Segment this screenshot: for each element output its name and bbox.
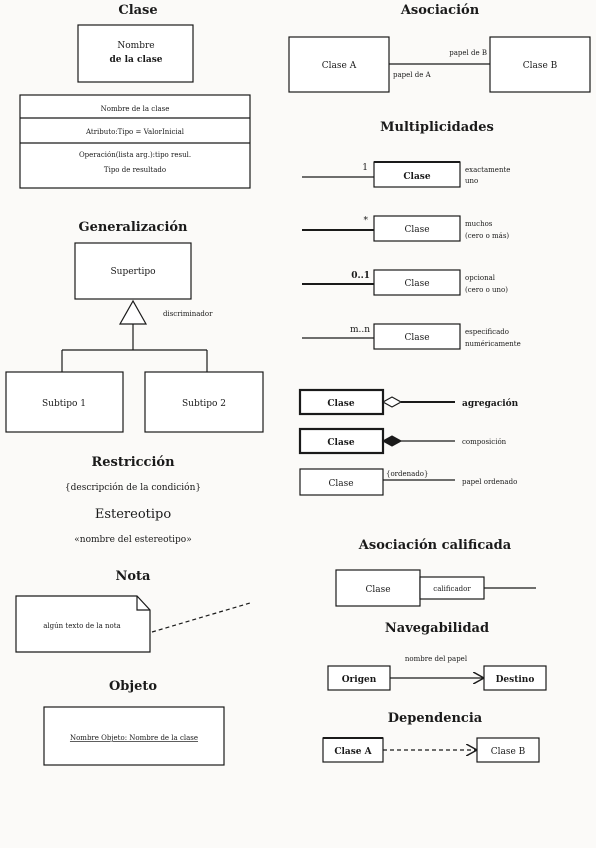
multiplicity-desc: especificado: [465, 328, 509, 336]
generalizacion-title: Generalización: [78, 220, 188, 235]
multiplicity-row: m..n Clase especificado numéricamente: [302, 323, 521, 350]
nota-title: Nota: [116, 569, 152, 584]
object-box: Nombre Objeto: Nombre de la clase: [43, 706, 225, 766]
multiplicity-row: 1 Clase exactamente uno: [302, 161, 510, 188]
multiplicity-value: *: [364, 216, 369, 226]
class-detail-attribute: Atributo:Tipo = ValorInicial: [85, 128, 185, 136]
asociacion-title: Asociación: [400, 3, 480, 18]
navigability-target-box: Destino: [483, 665, 547, 691]
multiplicity-class-label: Clase: [404, 333, 429, 343]
qualified-association: Clase calificador: [335, 569, 536, 607]
multiplicity-desc: opcional: [465, 274, 496, 282]
navigability-origin-box: Origen: [327, 665, 391, 691]
ordered-class-label: Clase: [328, 479, 353, 489]
discriminator-label: discriminador: [163, 310, 213, 318]
navigability-origin-label: Origen: [342, 675, 377, 685]
class-name-line1: Nombre: [117, 41, 154, 51]
calificada-title: Asociación calificada: [358, 538, 512, 553]
association-class-b-label: Clase B: [523, 61, 558, 71]
multiplicity-desc: (cero o más): [465, 232, 509, 240]
aggregation-label: agregación: [462, 398, 519, 409]
estereotipo-title: Estereotipo: [95, 507, 172, 522]
note-box: algún texto de la nota: [15, 595, 151, 653]
multiplicidades-title: Multiplicidades: [380, 120, 494, 135]
multiplicity-desc: (cero o uno): [465, 286, 508, 294]
dependency-class-a-label: Clase A: [334, 747, 372, 757]
association-class-a-box: Clase A: [288, 36, 390, 93]
navegabilidad-title: Navegabilidad: [385, 621, 489, 636]
dependency-class-b-label: Clase B: [491, 747, 526, 757]
note-anchor-line: [151, 602, 251, 633]
class-detail-name: Nombre de la clase: [101, 105, 170, 113]
composition-label: composición: [462, 438, 507, 446]
restriccion-text: {descripción de la condición}: [65, 482, 201, 493]
aggregation-row: Clase agregación: [298, 388, 519, 416]
association-class-b-box: Clase B: [489, 36, 591, 93]
subtype2-label: Subtipo 2: [182, 399, 226, 409]
class-box: Nombre de la clase: [77, 24, 194, 83]
ordered-tag: {ordenado}: [386, 470, 428, 478]
navigability-target-label: Destino: [496, 675, 535, 685]
class-name-line2: de la clase: [109, 55, 162, 65]
subtype1-label: Subtipo 1: [42, 399, 86, 409]
aggregation-class-label: Clase: [327, 399, 354, 409]
composition-row: Clase composición: [298, 427, 507, 455]
note-text: algún texto de la nota: [43, 622, 121, 630]
subtype1-box: Subtipo 1: [5, 371, 124, 433]
multiplicity-row: 0..1 Clase opcional (cero o uno): [302, 269, 508, 296]
object-text: Nombre Objeto: Nombre de la clase: [70, 734, 198, 742]
dependency-class-b-box: Clase B: [476, 737, 540, 763]
dependencia-title: Dependencia: [388, 711, 483, 726]
multiplicity-class-label: Clase: [403, 172, 430, 182]
class-detail-box: Nombre de la clase Atributo:Tipo = Valor…: [19, 94, 251, 189]
composition-class-label: Clase: [327, 438, 354, 448]
class-detail-result: Tipo de resultado: [104, 166, 166, 174]
multiplicity-value: 0..1: [351, 271, 370, 281]
ordered-label: papel ordenado: [462, 478, 517, 486]
qualified-class-label: Clase: [365, 585, 390, 595]
multiplicity-class-label: Clase: [404, 225, 429, 235]
navigability-role-label: nombre del papel: [405, 655, 468, 663]
dependency-class-a-box: Clase A: [322, 737, 384, 763]
multiplicity-row: * Clase muchos (cero o más): [302, 215, 509, 242]
supertype-label: Supertipo: [110, 267, 155, 277]
multiplicity-desc: numéricamente: [465, 340, 521, 348]
multiplicity-desc: muchos: [465, 220, 493, 228]
ordered-role-row: Clase {ordenado} papel ordenado: [299, 468, 517, 496]
association-class-a-label: Clase A: [322, 61, 357, 71]
multiplicity-value: 1: [362, 163, 368, 173]
estereotipo-text: «nombre del estereotipo»: [74, 535, 191, 545]
multiplicity-class-label: Clase: [404, 279, 429, 289]
subtype2-box: Subtipo 2: [144, 371, 264, 433]
association-role-b: papel de B: [449, 49, 487, 57]
multiplicity-desc: uno: [465, 177, 478, 185]
class-detail-operation: Operación(lista arg.):tipo resul.: [79, 151, 191, 159]
supertype-box: Supertipo: [74, 242, 192, 300]
clase-title: Clase: [118, 3, 157, 18]
multiplicity-value: m..n: [350, 325, 370, 335]
objeto-title: Objeto: [109, 679, 157, 694]
qualifier-label: calificador: [433, 585, 471, 593]
association-role-a: papel de A: [393, 71, 432, 79]
generalization-connector: [61, 299, 208, 372]
multiplicity-desc: exactamente: [465, 166, 510, 174]
restriccion-title: Restricción: [91, 455, 175, 470]
